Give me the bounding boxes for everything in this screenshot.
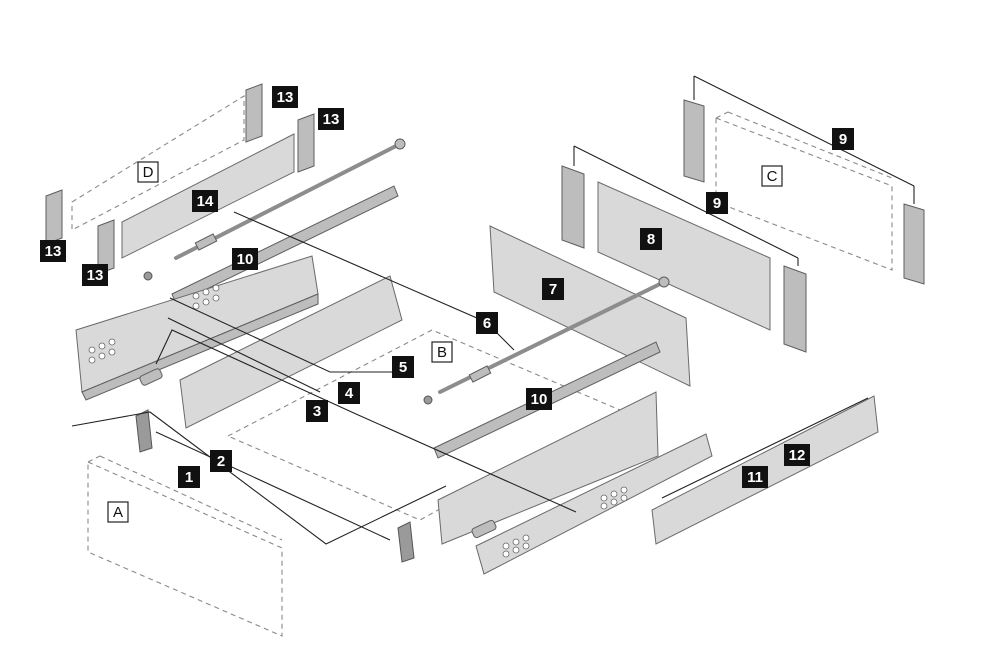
front-fitting-left <box>135 409 153 453</box>
zone-label-d: D <box>137 161 159 183</box>
callout-13-left-2-text: 13 <box>87 267 104 284</box>
callout-5: 5 <box>392 356 414 378</box>
callout-8: 8 <box>640 228 662 250</box>
zone-label-b-text: B <box>437 344 447 361</box>
callout-10-left-text: 10 <box>237 251 254 268</box>
callout-13-left-2: 13 <box>82 264 108 286</box>
right-runner <box>475 433 713 575</box>
front-fitting-right <box>397 521 415 563</box>
gallery-rod-right <box>438 276 670 394</box>
bracket-9-left-outer <box>683 99 705 183</box>
callout-13-top-right: 13 <box>318 108 344 130</box>
bracket-13-left-1 <box>45 189 63 245</box>
right-drawer-side <box>437 391 659 545</box>
callout-5-text: 5 <box>399 359 407 376</box>
callout-14: 14 <box>192 190 218 212</box>
callout-14-text: 14 <box>197 193 214 210</box>
callout-9-lower-text: 9 <box>713 195 721 212</box>
callout-8-text: 8 <box>647 231 655 248</box>
zone-label-c: C <box>761 165 783 187</box>
bracket-13-left-2 <box>97 219 115 275</box>
callout-9-upper-text: 9 <box>839 131 847 148</box>
callout-10-right-text: 10 <box>531 391 548 408</box>
side-panel-7 <box>489 225 691 387</box>
callout-2-text: 2 <box>217 453 225 470</box>
bracket-9-right-inner <box>783 265 807 353</box>
zone-label-b: B <box>431 341 453 363</box>
zone-label-a-text: A <box>113 504 123 521</box>
gallery-rod-left <box>174 138 406 260</box>
callout-13-left-1-text: 13 <box>45 243 62 260</box>
callout-12-text: 12 <box>789 447 806 464</box>
bracket-13-top-left <box>245 83 263 143</box>
callout-10-left: 10 <box>232 248 258 270</box>
screw-left <box>143 271 153 281</box>
callout-9-upper: 9 <box>832 128 854 150</box>
callout-6: 6 <box>476 312 498 334</box>
clip-left <box>139 368 163 386</box>
callout-2: 2 <box>210 450 232 472</box>
front-rail-edge <box>661 397 869 499</box>
callout-11-text: 11 <box>747 469 763 486</box>
zone-d-back-outline <box>71 95 245 231</box>
callout-4-text: 4 <box>345 385 354 402</box>
callout-13-top-right-text: 13 <box>323 111 340 128</box>
callout-3-text: 3 <box>313 403 321 420</box>
callout-1-text: 1 <box>185 469 193 486</box>
callout-9-lower: 9 <box>706 192 728 214</box>
left-drawer-side <box>75 255 319 401</box>
callout-4: 4 <box>338 382 360 404</box>
bracket-9-right-outer <box>903 203 925 285</box>
callout-6-text: 6 <box>483 315 491 332</box>
callout-3: 3 <box>306 400 328 422</box>
left-side-profile <box>179 275 403 429</box>
leader-lines <box>71 75 915 545</box>
callout-7-text: 7 <box>549 281 557 298</box>
callout-7: 7 <box>542 278 564 300</box>
back-panel-8 <box>597 181 771 331</box>
callout-10-right: 10 <box>526 388 552 410</box>
zone-c-back-outline <box>715 111 893 271</box>
bracket-13-top-right <box>297 113 315 173</box>
zone-a-panel-outline <box>87 455 283 637</box>
callout-11: 11 <box>742 466 768 488</box>
bracket-9-left-inner <box>561 165 585 249</box>
screw-5 <box>423 395 433 405</box>
callout-13-top-left-text: 13 <box>277 89 294 106</box>
callout-13-top-left: 13 <box>272 86 298 108</box>
callout-13-left-1: 13 <box>40 240 66 262</box>
clip-right <box>471 519 497 539</box>
zone-label-a: A <box>107 501 129 523</box>
callout-12: 12 <box>784 444 810 466</box>
callout-1: 1 <box>178 466 200 488</box>
zone-label-d-text: D <box>143 164 154 181</box>
zone-label-c-text: C <box>767 168 778 185</box>
